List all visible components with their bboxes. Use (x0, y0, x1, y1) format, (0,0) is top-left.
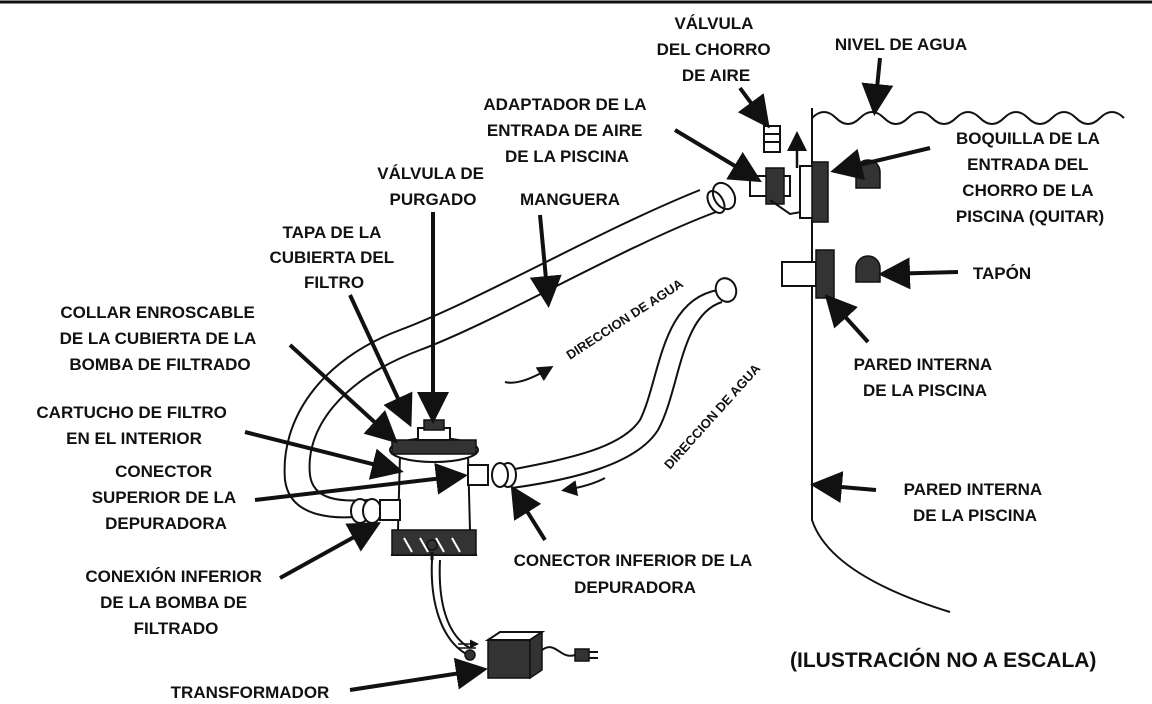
label-adaptador-entrada-aire: ADAPTADOR DE LA ENTRADA DE AIRE DE LA PI… (483, 95, 650, 166)
lower-hose (509, 289, 723, 489)
label-line: DE LA PISCINA (863, 381, 987, 400)
label-line: MANGUERA (520, 190, 620, 209)
label-line: VÁLVULA DE (377, 164, 484, 183)
transformer-plug-cable (541, 646, 576, 657)
label-conector-inferior: CONECTOR INFERIOR DE LA DEPURADORA (514, 551, 757, 597)
arrow-adaptador (673, 128, 762, 183)
pool-wall (811, 108, 951, 613)
upper-hose (283, 189, 717, 519)
label-line: NIVEL DE AGUA (835, 35, 967, 54)
arrow-conector-inferior (510, 485, 547, 542)
arrow-boquilla (830, 146, 931, 180)
label-nivel-agua: NIVEL DE AGUA (835, 35, 967, 54)
label-tapa-cubierta-filtro: TAPA DE LA CUBIERTA DEL FILTRO (269, 223, 398, 292)
label-line: PARED INTERNA (904, 480, 1042, 499)
label-conexion-inferior-bomba: CONEXIÓN INFERIOR DE LA BOMBA DE FILTRAD… (85, 567, 266, 638)
label-line: ADAPTADOR DE LA (483, 95, 646, 114)
small-flow-arrow (458, 639, 479, 649)
arrow-valvula-chorro (737, 86, 770, 129)
label-manguera: MANGUERA (520, 190, 620, 209)
air-jet-valve (763, 125, 781, 153)
label-line: DE LA CUBIERTA DE LA (60, 329, 256, 348)
label-line: EN EL INTERIOR (66, 429, 202, 448)
label-line: TAPÓN (973, 264, 1031, 283)
arrow-manguera (529, 214, 562, 308)
label-line: COLLAR ENROSCABLE (60, 303, 255, 322)
label-cartucho-filtro: CARTUCHO DE FILTRO EN EL INTERIOR (36, 403, 231, 448)
label-line: CHORRO DE LA (962, 181, 1093, 200)
label-boquilla-entrada-chorro: BOQUILLA DE LA ENTRADA DEL CHORRO DE LA … (956, 129, 1104, 226)
arrow-pared-1 (824, 294, 870, 344)
label-line: FILTRO (304, 273, 364, 292)
label-line: TRANSFORMADOR (171, 683, 330, 702)
label-line: FILTRADO (134, 619, 219, 638)
arrow-cartucho (244, 430, 404, 480)
power-cord (430, 559, 469, 656)
power-cord-inner (438, 559, 471, 649)
label-line: CUBIERTA DEL (269, 248, 393, 267)
arrow-nivel-agua (861, 57, 894, 116)
flow-arrow-upper (504, 365, 554, 384)
label-line: DE LA BOMBA DE (100, 593, 247, 612)
label-line: CONECTOR INFERIOR DE LA (514, 551, 752, 570)
arrow-pared-2 (810, 471, 877, 504)
label-line: PARED INTERNA (854, 355, 992, 374)
label-valvula-purgado: VÁLVULA DE PURGADO (377, 164, 488, 209)
pump-outlet-clamp (491, 462, 517, 488)
scale-note: (ILUSTRACIÓN NO A ESCALA) (790, 648, 1096, 672)
label-line: DEL CHORRO (657, 40, 771, 59)
label-line: SUPERIOR DE LA (92, 488, 236, 507)
plug (574, 648, 598, 662)
upper-hose-clamp (706, 181, 737, 214)
label-line: CARTUCHO DE FILTRO (36, 403, 226, 422)
label-line: VÁLVULA (674, 14, 753, 33)
label-line: PURGADO (390, 190, 477, 209)
label-line: BOMBA DE FILTRADO (69, 355, 250, 374)
label-valvula-chorro-aire: VÁLVULA DEL CHORRO DE AIRE (657, 14, 776, 85)
label-line: BOQUILLA DE LA (956, 129, 1100, 148)
label-transformador: TRANSFORMADOR (171, 683, 330, 702)
transformer (464, 630, 546, 680)
lower-hose-clamp (714, 277, 738, 303)
pump-drain-plug (426, 539, 438, 551)
label-conector-superior: CONECTOR SUPERIOR DE LA DEPURADORA (92, 462, 241, 533)
plug-fitting (781, 249, 835, 299)
label-line: DE LA PISCINA (913, 506, 1037, 525)
label-line: DEPURADORA (574, 578, 696, 597)
filter-pump (379, 419, 489, 560)
jet-assembly (749, 161, 829, 223)
label-pared-interna-2: PARED INTERNA DE LA PISCINA (904, 480, 1047, 525)
label-line: CONEXIÓN INFERIOR (85, 567, 262, 586)
lower-left-hose-clamp (350, 498, 382, 524)
arrow-collar (288, 343, 398, 444)
label-collar-enroscable: COLLAR ENROSCABLE DE LA CUBIERTA DE LA B… (60, 303, 261, 374)
arrow-transformador (349, 657, 488, 692)
flow-text-upper: DIRECCION DE AGUA (563, 276, 686, 363)
label-line: PISCINA (QUITAR) (956, 207, 1104, 226)
arrow-tapon (878, 257, 959, 290)
label-line: CONECTOR (115, 462, 212, 481)
label-line: DEPURADORA (105, 514, 227, 533)
label-line: ENTRADA DEL (967, 155, 1088, 174)
label-line: DE LA PISCINA (505, 147, 629, 166)
water-surface (811, 111, 1125, 125)
label-line: DE AIRE (682, 66, 750, 85)
label-pared-interna-1: PARED INTERNA DE LA PISCINA (854, 355, 997, 400)
arrow-tapa (348, 294, 413, 428)
label-tapon: TAPÓN (973, 264, 1031, 283)
flow-arrow-lower (561, 477, 606, 497)
tapon-cap (855, 255, 881, 283)
label-line: TAPA DE LA (283, 223, 382, 242)
arrow-conexion-inferior (279, 522, 382, 580)
arrow-conector-superior (254, 462, 468, 502)
label-line: ENTRADA DE AIRE (487, 121, 643, 140)
